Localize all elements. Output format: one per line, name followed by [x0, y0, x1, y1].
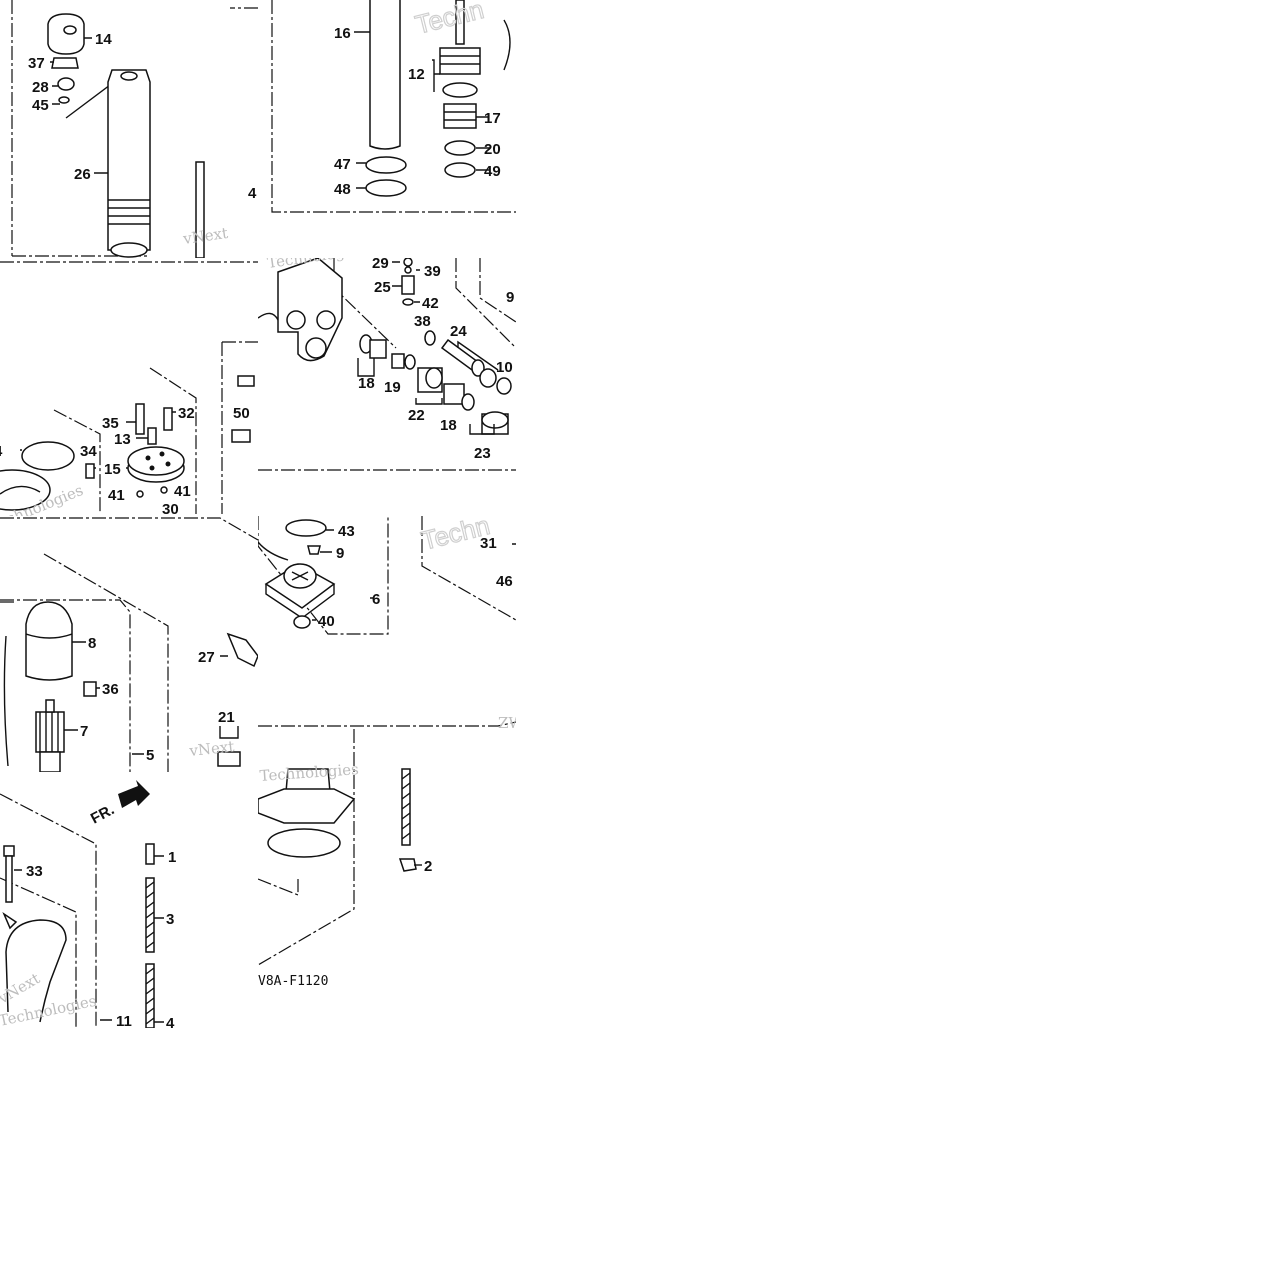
part-label-21: 21: [218, 709, 235, 726]
part-label-44-partial-2: 4: [0, 443, 3, 460]
part-label-41b: 41: [174, 483, 191, 500]
part-label-44-partial: 4: [248, 185, 257, 202]
part-label-50: 50: [233, 405, 250, 422]
tile-valve: 29 39 25 42 38 24 10 9 18 19 22 18 23 Te…: [258, 258, 516, 471]
part-label-47: 47: [334, 156, 351, 173]
part-label-5: 5: [146, 747, 154, 764]
part-label-36: 36: [102, 681, 119, 698]
part-label-24: 24: [450, 323, 467, 340]
part-label-20: 20: [484, 141, 501, 158]
part-label-35: 35: [102, 415, 119, 432]
part-label-40: 40: [318, 613, 335, 630]
part-label-38: 38: [414, 313, 431, 330]
watermark-vnext: vNext: [181, 224, 229, 248]
part-label-8: 8: [88, 635, 96, 652]
part-label-34: 34: [80, 443, 97, 460]
part-label-19: 19: [384, 379, 401, 396]
tile-base: 2 V8A-F1120 Technologies: [258, 729, 516, 985]
front-arrow-icon: [118, 780, 150, 808]
part-label-1: 1: [168, 849, 176, 866]
part-label-28: 28: [32, 79, 49, 96]
tile-reservoir: 43 9 6 40 31 46 ZW Techn: [258, 516, 516, 729]
tile-cylinder: 14 37 28 45 26 4 vNext: [0, 0, 258, 258]
part-label-48: 48: [334, 181, 351, 198]
part-label-26: 26: [74, 166, 91, 183]
part-label-45: 45: [32, 97, 49, 114]
tile-motor: 8 36 7 5 27 21 vNext: [0, 516, 258, 772]
part-label-31: 31: [480, 535, 497, 552]
part-label-7: 7: [80, 723, 88, 740]
part-label-23: 23: [474, 445, 491, 462]
part-label-41a: 41: [108, 487, 125, 504]
part-label-9: 9: [336, 545, 344, 562]
part-label-37: 37: [28, 55, 45, 72]
part-label-32: 32: [178, 405, 195, 422]
part-label-14: 14: [95, 31, 112, 48]
part-label-6: 6: [372, 591, 380, 608]
part-label-22: 22: [408, 407, 425, 424]
part-label-13: 13: [114, 431, 131, 448]
part-label-12: 12: [408, 66, 425, 83]
part-label-39: 39: [424, 263, 441, 280]
part-label-30: 30: [162, 501, 179, 516]
part-label-29: 29: [372, 258, 389, 272]
front-label: FR.: [88, 801, 117, 827]
part-label-15: 15: [104, 461, 121, 478]
part-label-3: 3: [166, 911, 174, 928]
tile-pump-body: 35 32 13 15 34 4 41 41 30 50 Technologie…: [0, 258, 258, 516]
watermark-vnext-2: vNext: [188, 737, 236, 760]
part-label-42: 42: [422, 295, 439, 312]
part-label-2: 2: [424, 858, 432, 875]
tile-piston: 16 12 17 20 49 47 48 Techn: [258, 0, 516, 258]
tile-hoses: FR. 1 3 4 33 11 vNext Technologies: [0, 772, 258, 1028]
part-label-17: 17: [484, 110, 501, 127]
part-label-27: 27: [198, 649, 215, 666]
watermark-zw: ZW: [498, 714, 516, 729]
part-label-43: 43: [338, 523, 355, 540]
part-label-18b: 18: [440, 417, 457, 434]
part-label-49: 49: [484, 163, 501, 180]
part-label-46: 46: [496, 573, 513, 590]
watermark-techn: Techn: [412, 0, 487, 40]
part-label-9-partial: 9: [506, 289, 514, 306]
part-label-16: 16: [334, 25, 351, 42]
part-label-33: 33: [26, 863, 43, 880]
watermark-technologies-4: Technologies: [259, 760, 359, 785]
diagram-code: V8A-F1120: [258, 974, 328, 985]
part-label-4: 4: [166, 1015, 175, 1028]
part-label-25: 25: [374, 279, 391, 296]
part-label-11: 11: [116, 1013, 132, 1028]
part-label-10: 10: [496, 359, 513, 376]
part-label-18a: 18: [358, 375, 375, 392]
